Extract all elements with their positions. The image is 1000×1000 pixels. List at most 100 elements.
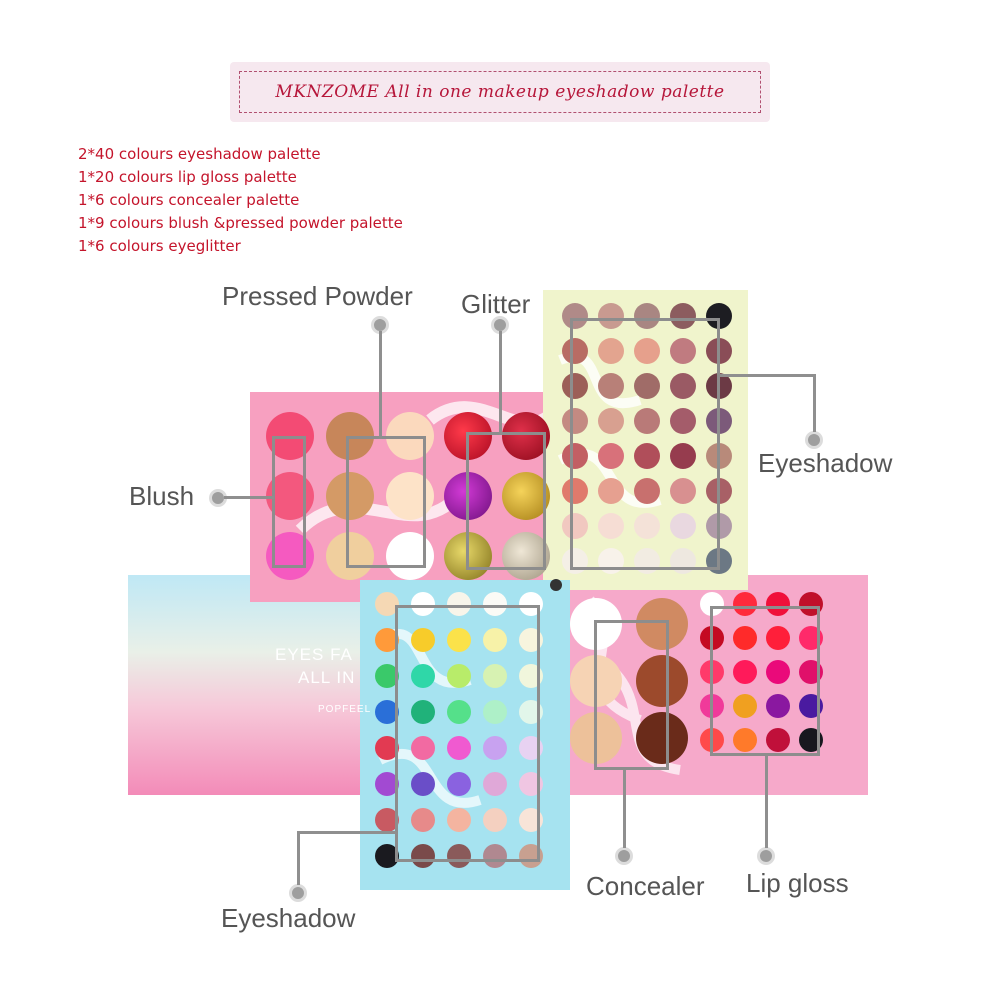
callout-lip-gloss: Lip gloss (746, 868, 849, 898)
eyeshadow-pan (733, 660, 757, 684)
eyeshadow-pan (598, 408, 624, 434)
eyeshadow-top-highlight-box (570, 318, 720, 570)
eyeshadow-pan (766, 660, 790, 684)
eyeshadow-pan (447, 592, 471, 616)
eyeshadow-pan (562, 478, 588, 504)
eyeshadow-pan (411, 736, 435, 760)
concealer-pan (636, 598, 688, 650)
eyeshadow-pan (598, 373, 624, 399)
eyeshadow-pan (634, 513, 660, 539)
eyeshadow-pan (483, 592, 507, 616)
eyeshadow-pan (411, 592, 435, 616)
concealer-highlight-box (594, 620, 669, 770)
eyeshadow-pan (447, 772, 471, 796)
eyeshadow-pan (483, 736, 507, 760)
eyeshadow-pan (411, 844, 435, 868)
callout-eyeshadow-right-line-v (813, 374, 816, 432)
eyeshadow-bottom-highlight-box (395, 605, 540, 862)
eyeshadow-pan (598, 303, 624, 329)
powder-pan (386, 472, 434, 520)
blush-highlight-box (272, 436, 306, 568)
spec-line-3: 1*6 colours concealer palette (78, 191, 300, 209)
lipgloss-highlight-box (710, 606, 820, 756)
eyeshadow-pan (634, 478, 660, 504)
callout-blush-line (224, 496, 274, 499)
eyeshadow-pan (447, 700, 471, 724)
eyeshadow-pan (766, 626, 790, 650)
eyeshadow-pan (670, 373, 696, 399)
kit-cover (128, 575, 368, 795)
callout-eyeshadow-bottom-line-h (297, 831, 397, 834)
eyeshadow-pan (670, 443, 696, 469)
eyeshadow-top-grid (562, 303, 742, 583)
callout-eyeshadow-bottom: Eyeshadow (221, 903, 356, 933)
cover-title-line1: EYES FA (275, 645, 353, 664)
eyeshadow-pan (670, 303, 696, 329)
powder-pan (326, 472, 374, 520)
eyeshadow-pan (562, 408, 588, 434)
powder-pan (386, 532, 434, 580)
eyeshadow-pan (411, 772, 435, 796)
callout-eyeshadow-right-dot (805, 431, 823, 449)
glitter-pan (502, 472, 550, 520)
callout-concealer-line (623, 770, 626, 848)
eyeshadow-pan (670, 338, 696, 364)
glitter-pan (502, 412, 550, 460)
eyeshadow-pan (447, 736, 471, 760)
title-banner-text: MKNZOME All in one makeup eyeshadow pale… (275, 82, 725, 102)
eyeshadow-pan (447, 628, 471, 652)
callout-pressed-powder-line (379, 331, 382, 439)
eyeshadow-pan (562, 513, 588, 539)
callout-blush: Blush (129, 481, 195, 511)
eyeshadow-pan (483, 772, 507, 796)
eyeshadow-pan (733, 592, 757, 616)
callout-eyeshadow-right: Eyeshadow (758, 448, 893, 478)
eyeshadow-pan (562, 303, 588, 329)
callout-eyeshadow-bottom-line-v (297, 831, 300, 885)
eyeshadow-pan (766, 694, 790, 718)
eyeshadow-pan (411, 808, 435, 832)
eyeshadow-pan (447, 808, 471, 832)
eyeshadow-pan (562, 443, 588, 469)
eyeshadow-pan (411, 628, 435, 652)
callout-lip-gloss-line (765, 756, 768, 848)
callout-eyeshadow-bottom-dot (289, 884, 307, 902)
callout-concealer-dot (615, 847, 633, 865)
eyeshadow-pan (670, 513, 696, 539)
glitter-pan (502, 532, 550, 580)
eyeshadow-pan (634, 338, 660, 364)
eyeshadow-pan (483, 844, 507, 868)
eyeshadow-pan (447, 844, 471, 868)
spec-line-5: 1*6 colours eyeglitter (78, 237, 241, 255)
callout-glitter: Glitter (461, 289, 531, 319)
eyeshadow-pan (447, 664, 471, 688)
spec-line-1: 2*40 colours eyeshadow palette (78, 145, 321, 163)
eyeshadow-pan (562, 338, 588, 364)
eyeshadow-pan (634, 373, 660, 399)
eyeshadow-pan (598, 443, 624, 469)
eyeshadow-pan (411, 700, 435, 724)
eyeshadow-pan (483, 628, 507, 652)
eyeshadow-pan (598, 513, 624, 539)
eyeshadow-pan (670, 408, 696, 434)
eyeshadow-pan (634, 408, 660, 434)
eyeshadow-pan (670, 478, 696, 504)
eyeshadow-pan (634, 443, 660, 469)
eyeshadow-pan (766, 592, 790, 616)
glitter-highlight-box (466, 432, 546, 570)
callout-lip-gloss-dot (757, 847, 775, 865)
callout-pressed-powder: Pressed Powder (222, 281, 413, 311)
eyeshadow-pan (598, 478, 624, 504)
eyeshadow-pan (483, 664, 507, 688)
cover-brand: POPFEEL (318, 704, 372, 715)
eyeshadow-pan (598, 338, 624, 364)
powder-highlight-box (346, 436, 426, 568)
eyeshadow-pan (766, 728, 790, 752)
eyeshadow-pan (562, 373, 588, 399)
concealer-pan (636, 655, 688, 707)
eyeshadow-pan (634, 303, 660, 329)
magnet-dot (550, 579, 562, 591)
callout-eyeshadow-right-line-h (720, 374, 816, 377)
eyeshadow-pan (483, 700, 507, 724)
eyeshadow-pan (733, 626, 757, 650)
